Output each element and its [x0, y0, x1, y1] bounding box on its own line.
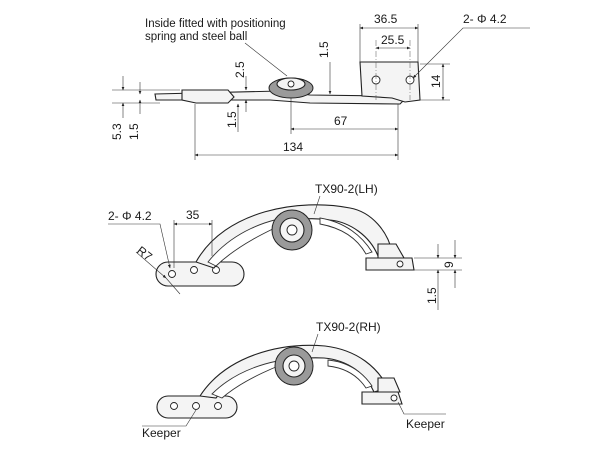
rh-keeper-hole-1 — [170, 402, 178, 410]
keeper-leader-left — [142, 409, 197, 427]
dim-25-5: 25.5 — [381, 33, 405, 47]
dim-14: 14 — [429, 74, 443, 88]
rh-hub-pin — [288, 360, 300, 372]
rh-keeper-right-hole — [390, 394, 398, 402]
rh-keeper-hole-3 — [214, 402, 222, 410]
lh-hub-pin — [286, 224, 298, 236]
dim-9: 9 — [442, 261, 456, 268]
lh-hole-leader — [108, 223, 171, 269]
keeper-label-right: Keeper — [406, 417, 445, 431]
rh-keeper-hole-2 — [192, 402, 200, 410]
side-hub-rivet — [287, 80, 295, 88]
lh-arc-slot-2 — [319, 217, 373, 255]
lh-keeper-hole-1 — [168, 270, 176, 278]
rh-keeper-right-top — [377, 377, 401, 393]
dim-1-5-top: 1.5 — [317, 41, 331, 58]
lh-view: 35 2- Φ 4.2 R7 9 1.5 TX90-2(LH) — [108, 182, 462, 310]
lh-bracket-hole — [396, 260, 404, 268]
side-view: Inside fitted with positioning spring an… — [110, 12, 530, 160]
dim-36-5: 36.5 — [374, 12, 398, 26]
lh-right-bracket — [365, 257, 415, 271]
rh-model-label: TX90-2(RH) — [316, 320, 381, 334]
dim-134: 134 — [283, 140, 303, 154]
dim-r7: R7 — [134, 243, 155, 264]
hole-leader — [412, 27, 530, 79]
dim-67: 67 — [334, 114, 348, 128]
keeper-leader-right — [397, 401, 446, 415]
lh-keeper — [155, 261, 245, 287]
note-line-1: Inside fitted with positioning — [145, 18, 286, 30]
dim-2-5: 2.5 — [233, 61, 247, 78]
dim-1-5-left: 1.5 — [127, 123, 141, 140]
note-line-2: spring and steel ball — [145, 31, 247, 43]
rh-view: TX90-2(RH) Keeper Keeper — [142, 320, 446, 440]
lh-keeper-hole-2 — [190, 266, 198, 274]
lh-model-label: TX90-2(LH) — [315, 182, 378, 196]
r7-leader-ext — [165, 277, 181, 295]
rh-arc-slot-2 — [327, 359, 373, 389]
lh-dim-hole-callout: 2- Φ 4.2 — [108, 209, 152, 223]
dim-1-5-lh: 1.5 — [425, 287, 439, 304]
r7-leader — [135, 251, 167, 279]
lh-right-bracket-top — [377, 243, 405, 259]
dim-5-3: 5.3 — [110, 123, 124, 140]
keeper-label-left: Keeper — [142, 426, 181, 440]
dim-hole-callout: 2- Φ 4.2 — [463, 12, 507, 26]
side-left-bracket — [181, 89, 235, 104]
note-leader — [244, 42, 288, 77]
dim-35: 35 — [186, 208, 200, 222]
lh-label-leader — [313, 195, 321, 215]
rh-label-leader — [311, 333, 319, 353]
dim-1-5-mid: 1.5 — [225, 111, 239, 128]
